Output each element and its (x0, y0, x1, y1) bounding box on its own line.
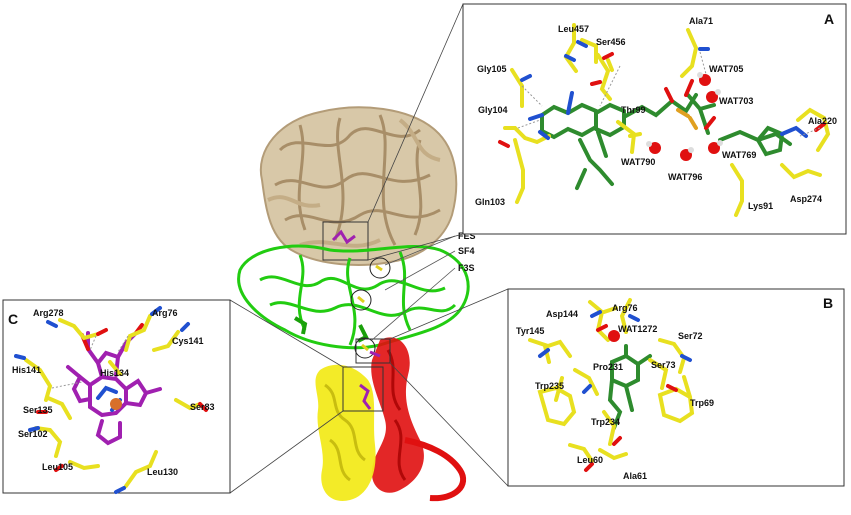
panel-a-letter: A (824, 11, 834, 27)
iron-atom (110, 398, 122, 410)
label-gly104: Gly104 (478, 105, 508, 115)
label-asp274: Asp274 (790, 194, 822, 204)
yellow-subunit (315, 338, 391, 501)
label-ala61: Ala61 (623, 471, 647, 481)
label-his134: His134 (100, 368, 129, 378)
label-arg76: Arg76 (612, 303, 638, 313)
label-gln103: Gln103 (475, 197, 505, 207)
label-ser102: Ser102 (18, 429, 48, 439)
label-trp69: Trp69 (690, 398, 714, 408)
label-lys91: Lys91 (748, 201, 773, 211)
label-wat796: WAT796 (668, 172, 702, 182)
panel-a: A (462, 3, 847, 235)
label-ser83: Ser83 (190, 402, 215, 412)
water-wat1272 (608, 330, 620, 342)
marker-f3s: F3S (458, 263, 475, 273)
label-thr99: Thr99 (621, 105, 646, 115)
label-asp144: Asp144 (546, 309, 578, 319)
label-wat1272: WAT1272 (618, 324, 657, 334)
panel-b-letter: B (823, 295, 833, 311)
label-leu60: Leu60 (577, 455, 603, 465)
marker-sf4: SF4 (458, 246, 475, 256)
label-his141: His141 (12, 365, 41, 375)
label-ser456: Ser456 (596, 37, 626, 47)
connector-lines (229, 3, 509, 494)
label-tyr145: Tyr145 (516, 326, 544, 336)
label-wat703: WAT703 (719, 96, 753, 106)
label-ser72: Ser72 (678, 331, 703, 341)
label-arg76: Arg76 (152, 308, 178, 318)
label-leu130: Leu130 (147, 467, 178, 477)
label-wat705: WAT705 (709, 64, 743, 74)
hbonds-c (51, 335, 129, 389)
marker-fes: FES (458, 231, 476, 241)
label-gly105: Gly105 (477, 64, 507, 74)
label-wat790: WAT790 (621, 157, 655, 167)
ligand-b (607, 344, 652, 430)
panel-c-letter: C (8, 311, 18, 327)
label-trp235: Trp235 (535, 381, 564, 391)
label-arg278: Arg278 (33, 308, 64, 318)
panel-b: B Asp144 Arg76 WAT1272 Tyr145 Ser72 P (507, 288, 845, 487)
residues-b (528, 298, 695, 472)
label-cys141: Cys141 (172, 336, 204, 346)
green-subunit (237, 244, 470, 359)
label-trp234: Trp234 (591, 417, 620, 427)
panel-c: C Arg2 (2, 299, 231, 494)
inset-box-c (342, 366, 384, 412)
label-ser73: Ser73 (651, 360, 676, 370)
tan-subunit (259, 106, 458, 266)
protein-structure: FES SF4 F3S (237, 106, 476, 502)
label-ala220: Ala220 (808, 116, 837, 126)
inset-box-a (322, 221, 369, 261)
label-ala71: Ala71 (689, 16, 713, 26)
label-leu105: Leu105 (42, 462, 73, 472)
water-molecules-a (646, 72, 723, 161)
label-wat769: WAT769 (722, 150, 756, 160)
red-subunit (371, 337, 467, 502)
label-ser135: Ser135 (23, 405, 53, 415)
residues-c (14, 306, 208, 494)
label-leu457: Leu457 (558, 24, 589, 34)
fad-ligand (528, 79, 808, 190)
label-pro231: Pro231 (593, 362, 623, 372)
residues-a (498, 23, 831, 217)
